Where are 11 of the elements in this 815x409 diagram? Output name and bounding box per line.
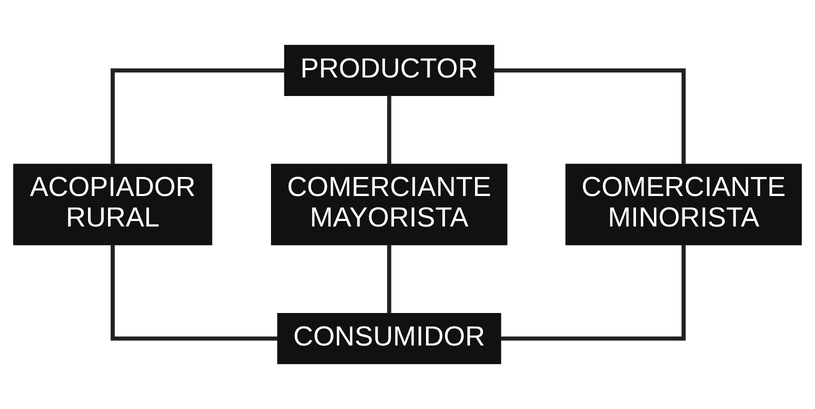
connector [387,244,392,314]
connector [387,96,392,164]
connector [110,244,278,341]
connector [494,68,686,164]
connector [110,68,285,164]
connector [500,244,686,341]
node-box: PRODUCTOR [284,44,494,96]
node-box: COMERCIANTE MAYORISTA [271,164,508,246]
node-box: ACOPIADOR RURAL [13,164,212,246]
node-box: COMERCIANTE MINORISTA [565,164,802,246]
node-box: CONSUMIDOR [277,313,502,364]
